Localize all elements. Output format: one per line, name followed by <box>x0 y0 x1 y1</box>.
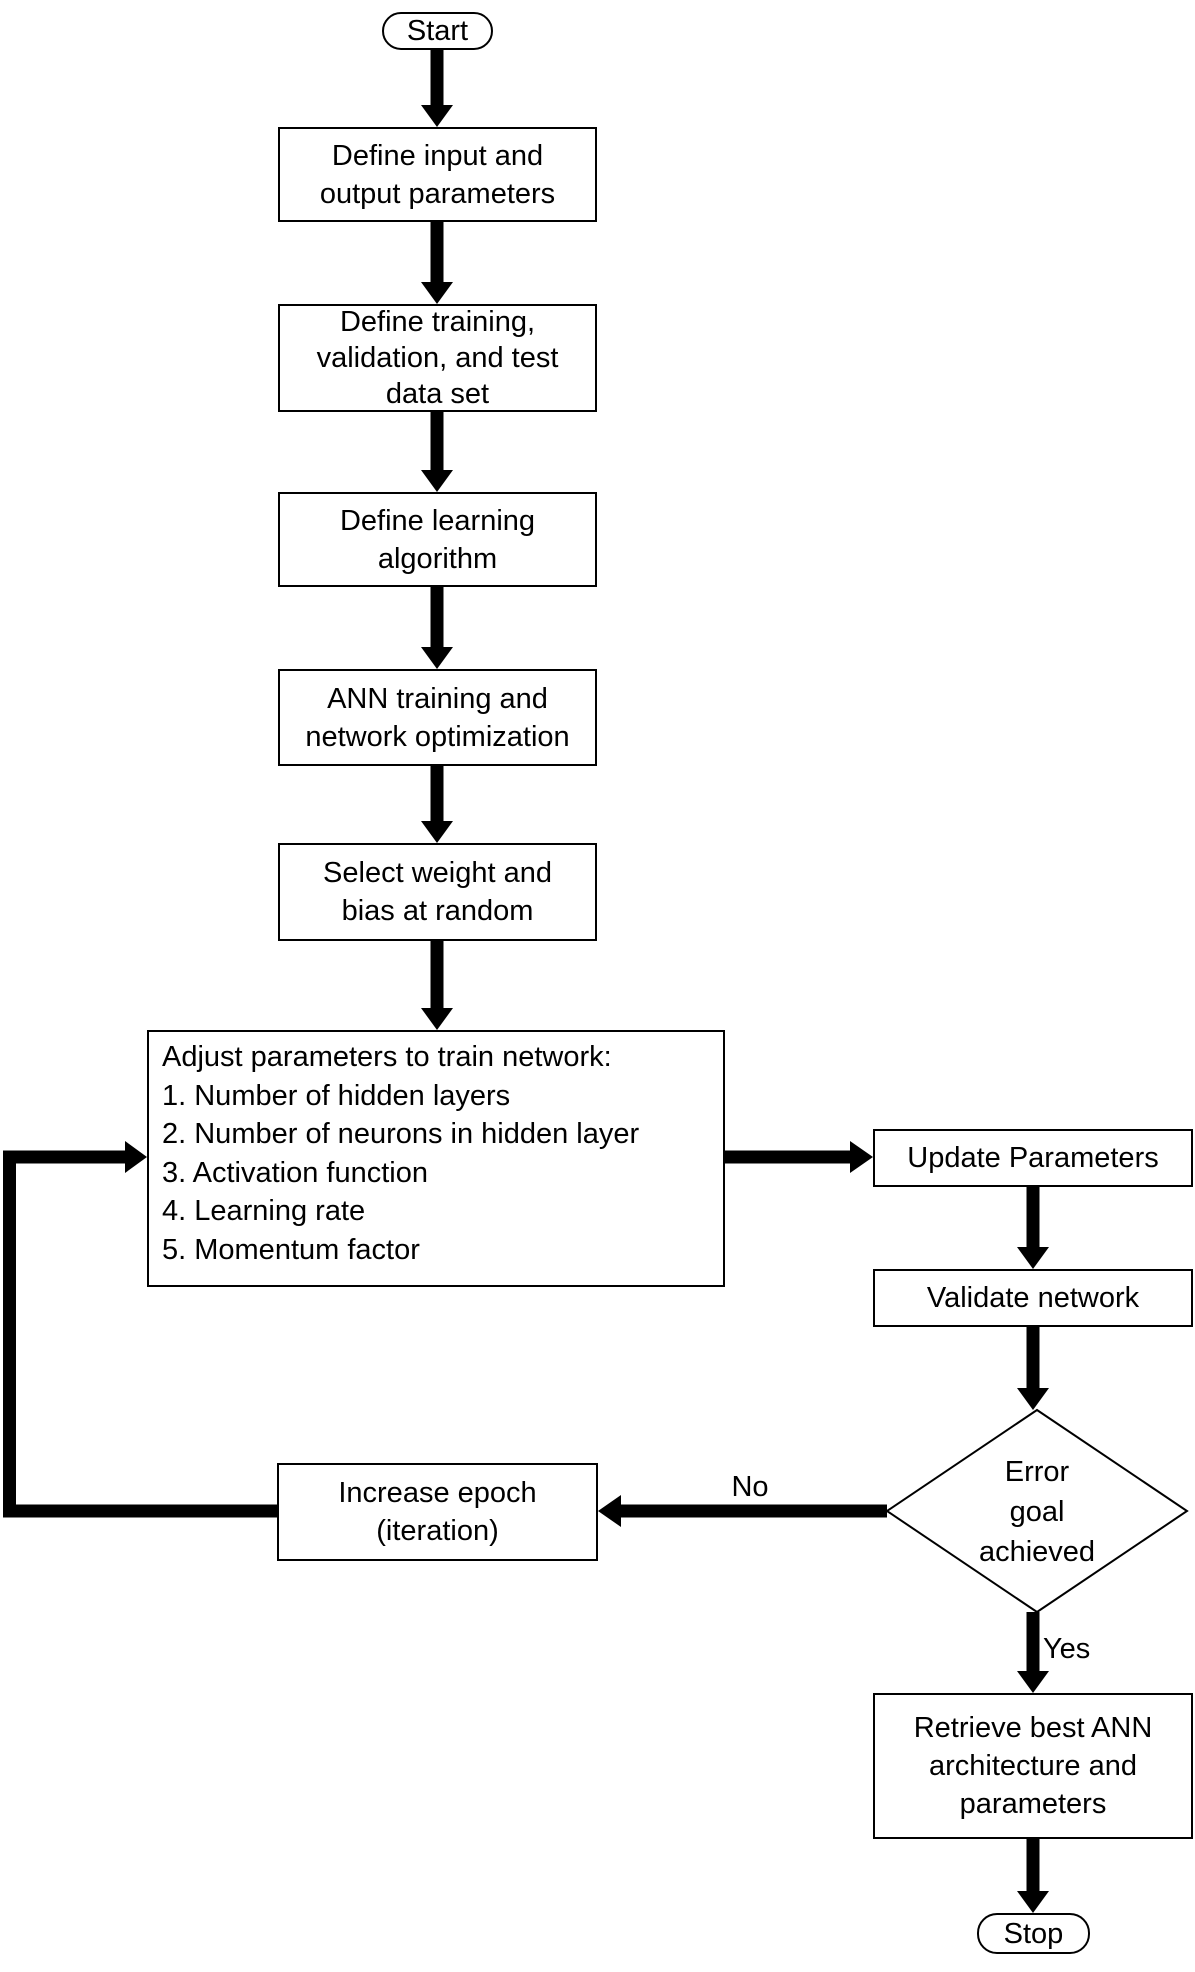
adjust-params-item: 1. Number of hidden layers <box>162 1079 511 1112</box>
process-increase-epoch: Increase epoch (iteration) <box>277 1463 598 1561</box>
text-line: data set <box>385 378 490 410</box>
text-line: Retrieve best ANN <box>913 1712 1153 1744</box>
text-line: Validate network <box>926 1282 1140 1314</box>
decision-error-goal-label: Error goal achieved <box>937 1452 1137 1572</box>
arrowhead-define-data-to-define-algo <box>421 470 453 492</box>
text-line: Update Parameters <box>907 1142 1159 1174</box>
text-line: Define learning <box>339 504 536 537</box>
edge-label-no: No <box>731 1471 769 1503</box>
process-retrieve-best-ann: Retrieve best ANN architecture and param… <box>873 1693 1193 1839</box>
text-line: Define input and <box>331 139 544 172</box>
process-ann-training: ANN training and network optimization <box>278 669 597 766</box>
text-line: ANN training and <box>327 682 548 715</box>
arrowhead-decision-to-increase-epoch <box>598 1495 621 1527</box>
start-label: Start <box>406 15 469 47</box>
text-line: architecture and <box>929 1750 1137 1782</box>
start-terminal: Start <box>382 12 493 50</box>
process-define-learning-algorithm: Define learning algorithm <box>278 492 597 587</box>
feedback-loop-line <box>3 1150 277 1518</box>
process-define-data-sets: Define training, validation, and test da… <box>278 304 597 412</box>
stop-label: Stop <box>1003 1917 1064 1950</box>
text-line: Error <box>1004 1456 1070 1488</box>
adjust-params-item: 5. Momentum factor <box>162 1233 420 1266</box>
arrowhead-decision-to-retrieve <box>1017 1671 1049 1693</box>
arrowhead-select-weight-to-adjust-params <box>421 1008 453 1030</box>
process-update-parameters: Update Parameters <box>873 1129 1193 1187</box>
text-line: algorithm <box>377 542 498 575</box>
arrowhead-ann-training-to-select-weight <box>421 821 453 843</box>
text-line: goal <box>1009 1496 1065 1528</box>
arrowhead-validate-to-decision <box>1017 1388 1049 1410</box>
process-adjust-parameters: Adjust parameters to train network: 1. N… <box>147 1030 725 1287</box>
adjust-params-title: Adjust parameters to train network: <box>162 1041 612 1073</box>
text-line: parameters <box>959 1788 1107 1820</box>
arrowhead-define-io-to-define-data <box>421 282 453 304</box>
arrowhead-define-algo-to-ann-training <box>421 647 453 669</box>
arrowhead-adjust-params-to-update-params <box>850 1141 873 1173</box>
edge-label-yes: Yes <box>1043 1633 1091 1665</box>
stop-terminal: Stop <box>977 1913 1090 1954</box>
adjust-params-item: 2. Number of neurons in hidden layer <box>162 1118 640 1150</box>
text-line: Select weight and <box>323 857 552 889</box>
text-line: output parameters <box>319 177 556 210</box>
adjust-params-item: 4. Learning rate <box>162 1195 366 1227</box>
process-validate-network: Validate network <box>873 1269 1193 1327</box>
text-line: network optimization <box>305 720 570 753</box>
process-define-io-parameters: Define input and output parameters <box>278 127 597 222</box>
text-line: Define training, <box>339 306 536 338</box>
arrowhead-retrieve-to-stop <box>1017 1891 1049 1913</box>
arrowhead-start-to-define-io <box>421 105 453 127</box>
text-line: bias at random <box>341 895 534 927</box>
arrowhead-loop-to-adjust-params <box>125 1141 147 1173</box>
adjust-params-item: 3. Activation function <box>162 1156 428 1189</box>
text-line: achieved <box>978 1536 1096 1568</box>
process-select-weight-bias: Select weight and bias at random <box>278 843 597 941</box>
text-line: validation, and test <box>316 342 559 374</box>
arrowhead-update-params-to-validate <box>1017 1247 1049 1269</box>
text-line: (iteration) <box>376 1515 499 1547</box>
text-line: Increase epoch <box>338 1477 537 1509</box>
